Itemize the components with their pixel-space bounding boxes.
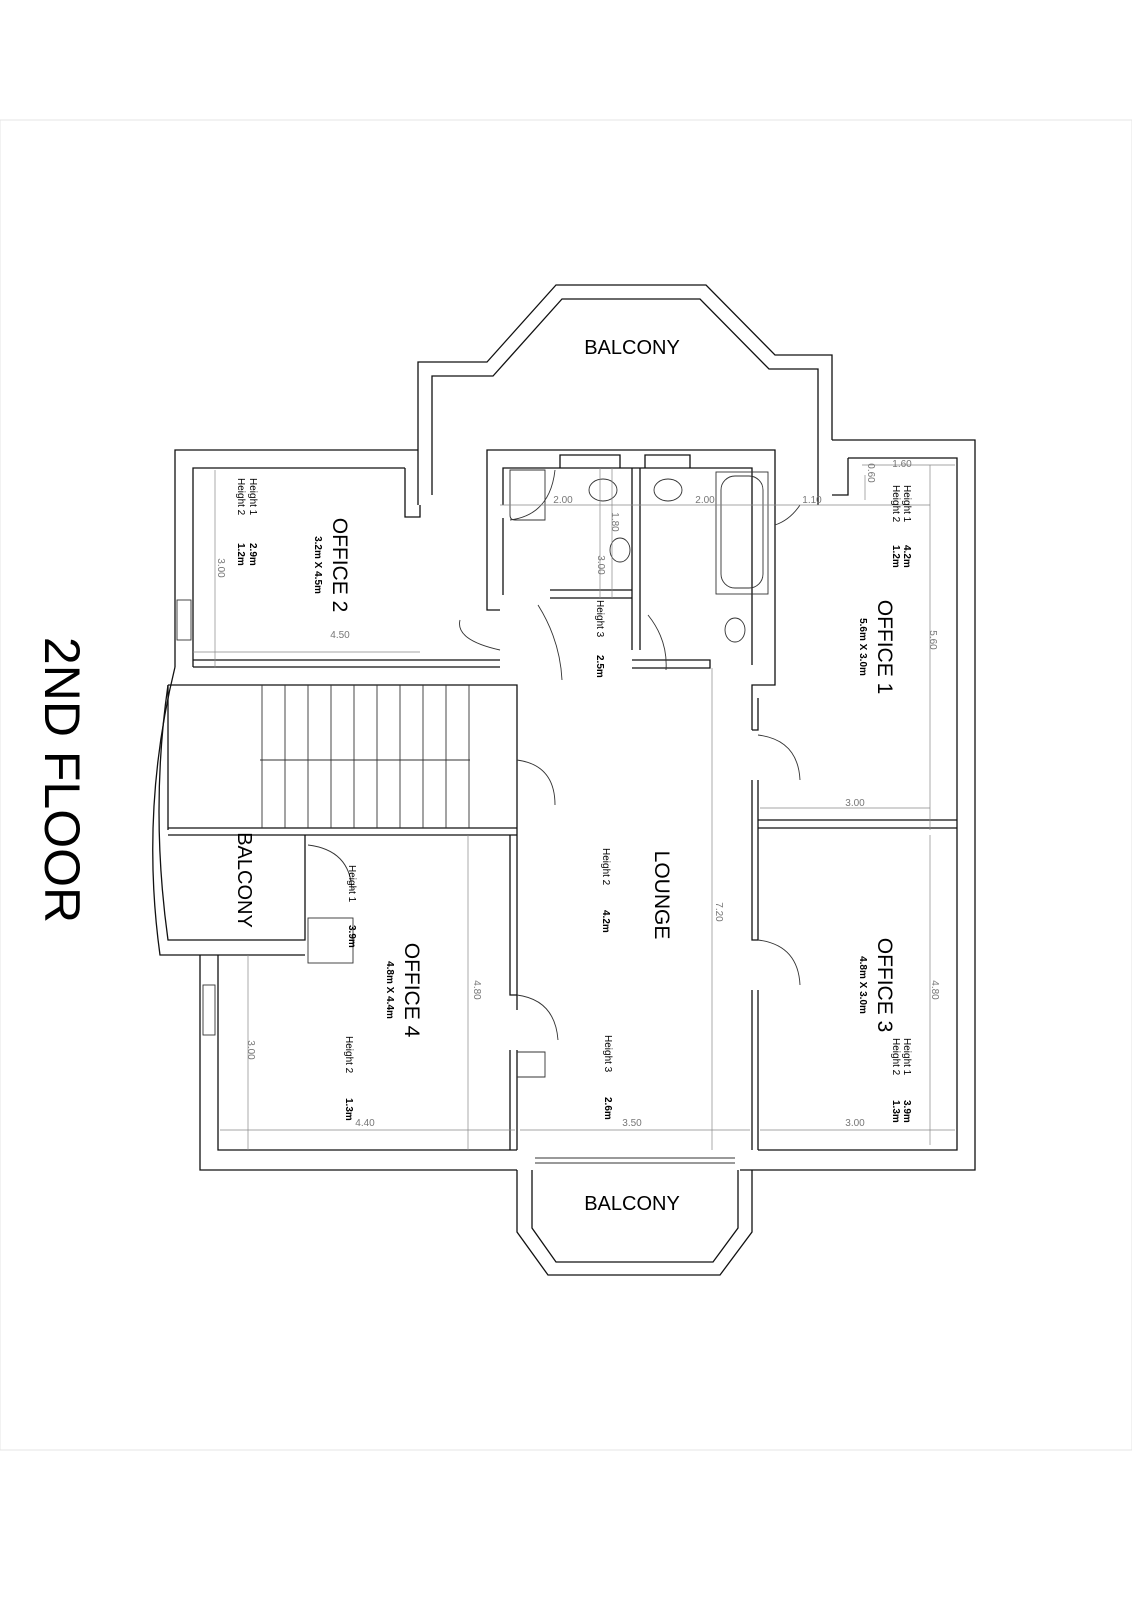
office-3-height1-value: 3.9m bbox=[901, 1100, 912, 1123]
office-1-height2-label: Height 2 bbox=[890, 485, 901, 523]
lounge-height2-value: 4.2m bbox=[600, 910, 611, 933]
dimension-label: 5.60 bbox=[927, 630, 938, 650]
office-3-height2-value: 1.3m bbox=[890, 1100, 901, 1123]
bottom-balcony bbox=[516, 1157, 753, 1276]
office-2-height2-label: Height 2 bbox=[235, 478, 246, 516]
office-3-name: OFFICE 3 bbox=[873, 938, 896, 1033]
office-2-walls bbox=[174, 449, 500, 668]
lounge-name: LOUNGE bbox=[650, 851, 673, 940]
dimension-lines bbox=[193, 464, 955, 1150]
balcony-label-bottom: BALCONY bbox=[584, 1193, 680, 1215]
office-4-walls bbox=[199, 835, 559, 1171]
office-2-name: OFFICE 2 bbox=[328, 518, 351, 613]
office-1-height1-label: Height 1 bbox=[901, 485, 912, 523]
dimension-label: 3.00 bbox=[845, 798, 865, 809]
office-3-size: 4.8m X 3.0m bbox=[857, 956, 868, 1014]
lounge-height3a-value: 2.5m bbox=[594, 655, 605, 678]
office-4-height1-label: Height 1 bbox=[346, 865, 357, 903]
office-3-height1-label: Height 1 bbox=[901, 1038, 912, 1076]
dimension-label: 1.60 bbox=[892, 459, 912, 470]
dimension-label: 1.10 bbox=[802, 495, 822, 506]
stairs bbox=[167, 684, 556, 1010]
dimension-label: 4.50 bbox=[330, 630, 350, 641]
office-1-3-walls bbox=[740, 439, 976, 1171]
office-2-height2-value: 1.2m bbox=[235, 543, 246, 566]
lounge-height2-label: Height 2 bbox=[600, 848, 611, 886]
dimension-label: 3.00 bbox=[845, 1118, 865, 1129]
page-frame bbox=[0, 119, 1132, 1451]
dimension-label: 3.50 bbox=[622, 1118, 642, 1129]
office-1-height1-value: 4.2m bbox=[901, 545, 912, 568]
office-1-size: 5.6m X 3.0m bbox=[857, 618, 868, 676]
office-4-size: 4.8m X 4.4m bbox=[384, 961, 395, 1019]
dimension-label: 2.00 bbox=[695, 495, 715, 506]
dimension-label: 4.80 bbox=[929, 980, 940, 1000]
lounge-height3b-label: Height 3 bbox=[602, 1035, 613, 1073]
office-2-height1-value: 2.9m bbox=[247, 543, 258, 566]
dimension-label: 3.00 bbox=[245, 1040, 256, 1060]
balcony-label-left: BALCONY bbox=[233, 832, 255, 928]
office-3-height2-label: Height 2 bbox=[890, 1038, 901, 1076]
office-1-height2-value: 1.2m bbox=[890, 545, 901, 568]
dimension-label: 2.00 bbox=[553, 495, 573, 506]
office-1-name: OFFICE 1 bbox=[873, 600, 896, 695]
dimension-label: 1.80 bbox=[609, 512, 620, 532]
left-balcony bbox=[152, 666, 354, 964]
dimension-label: 3.00 bbox=[595, 555, 606, 575]
office-2-size: 3.2m X 4.5m bbox=[312, 536, 323, 594]
office-2-height1-label: Height 1 bbox=[247, 478, 258, 516]
lounge-height3a-label: Height 3 bbox=[594, 600, 605, 638]
lounge-height3b-value: 2.6m bbox=[602, 1097, 613, 1120]
office-4-height2-label: Height 2 bbox=[343, 1036, 354, 1074]
floor-title: 2ND FLOOR bbox=[34, 637, 90, 923]
office-4-height1-value: 3.9m bbox=[346, 925, 357, 948]
dimension-label: 3.00 bbox=[215, 558, 226, 578]
balcony-label-top: BALCONY bbox=[584, 337, 680, 359]
bathroom-walls bbox=[459, 449, 801, 730]
dimension-label: 4.40 bbox=[355, 1118, 375, 1129]
dimension-label: 0.60 bbox=[865, 463, 876, 483]
dimension-label: 4.80 bbox=[471, 980, 482, 1000]
dimension-label: 7.20 bbox=[713, 902, 724, 922]
office-4-name: OFFICE 4 bbox=[400, 943, 423, 1038]
office-4-height2-value: 1.3m bbox=[343, 1098, 354, 1121]
top-balcony bbox=[417, 284, 833, 505]
